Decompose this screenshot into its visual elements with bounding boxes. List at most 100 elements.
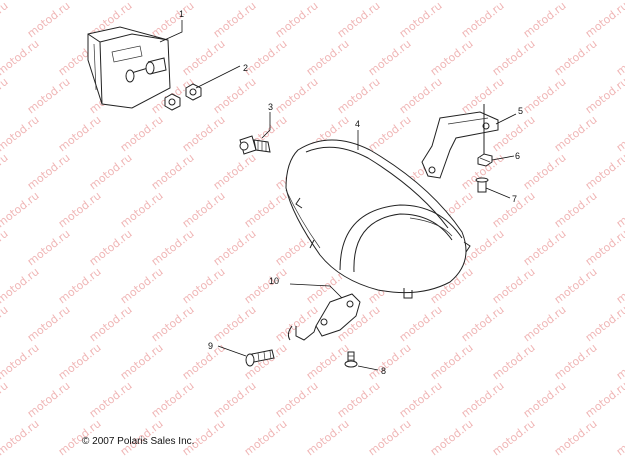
watermark-text: motod.ru [521, 75, 569, 116]
watermark-text: motod.ru [428, 341, 476, 382]
watermark-text: motod.ru [180, 265, 228, 306]
callout-6: 6 [515, 151, 520, 161]
watermark-text: motod.ru [490, 265, 538, 306]
watermark-text: motod.ru [211, 151, 259, 192]
watermark-text: motod.ru [87, 303, 135, 344]
watermark-text: motod.ru [397, 303, 445, 344]
watermark-text: motod.ru [0, 75, 11, 116]
callout-8: 8 [381, 366, 386, 376]
watermark-text: motod.ru [366, 113, 414, 154]
watermark-text: motod.ru [273, 75, 321, 116]
watermark-text: motod.ru [552, 417, 600, 458]
watermark-text: motod.ru [149, 303, 197, 344]
watermark-text: motod.ru [56, 341, 104, 382]
watermark-text: motod.ru [56, 265, 104, 306]
watermark-text: motod.ru [180, 113, 228, 154]
watermark-text: motod.ru [25, 379, 73, 420]
watermark-text: motod.ru [583, 379, 625, 420]
watermark-text: motod.ru [552, 189, 600, 230]
watermark-text: motod.ru [583, 0, 625, 40]
watermark-text: motod.ru [459, 75, 507, 116]
copyright-notice: © 2007 Polaris Sales Inc. [82, 436, 195, 447]
watermark-text: motod.ru [0, 151, 11, 192]
watermark-text: motod.ru [614, 417, 625, 458]
watermark-text: motod.ru [25, 75, 73, 116]
watermark-text: motod.ru [459, 0, 507, 40]
callout-4: 4 [355, 119, 360, 129]
watermark-text: motod.ru [0, 417, 42, 458]
watermark-text: motod.ru [0, 303, 11, 344]
watermark-text: motod.ru [428, 417, 476, 458]
watermark-text: motod.ru [0, 189, 42, 230]
watermark-text: motod.ru [211, 0, 259, 40]
watermark-text: motod.ru [0, 0, 42, 2]
watermark-text: motod.ru [397, 75, 445, 116]
watermark-text: motod.ru [242, 37, 290, 78]
part-5-bracket [421, 104, 499, 179]
callout-7: 7 [512, 194, 517, 204]
watermark-text: motod.ru [366, 417, 414, 458]
watermark-text: motod.ru [397, 379, 445, 420]
watermark-text: motod.ru [0, 113, 42, 154]
part-2-nuts [164, 83, 202, 111]
watermark-text: motod.ru [273, 379, 321, 420]
watermark-text: motod.ru [397, 0, 445, 40]
watermark-text: motod.ru [149, 379, 197, 420]
watermark-text: motod.ru [521, 303, 569, 344]
watermark-text: motod.ru [521, 227, 569, 268]
watermark-text: motod.ru [242, 265, 290, 306]
part-10-lower-bracket [287, 293, 361, 341]
part-6-clip-nut [477, 153, 493, 167]
callout-1: 1 [179, 9, 184, 19]
watermark-text: motod.ru [0, 265, 42, 306]
watermark-text: motod.ru [304, 341, 352, 382]
watermark-text: motod.ru [552, 37, 600, 78]
watermark-text: motod.ru [614, 265, 625, 306]
watermark-text: motod.ru [25, 0, 73, 40]
watermark-text: motod.ru [87, 379, 135, 420]
watermark-text: motod.ru [552, 113, 600, 154]
watermark-text: motod.ru [273, 303, 321, 344]
watermark-text: motod.ru [583, 75, 625, 116]
watermark-text: motod.ru [118, 341, 166, 382]
callout-3: 3 [268, 102, 273, 112]
watermark-text: motod.ru [0, 227, 11, 268]
watermark-text: motod.ru [583, 151, 625, 192]
watermark-text: motod.ru [0, 341, 42, 382]
watermark-text: motod.ru [0, 37, 42, 78]
watermark-text: motod.ru [149, 0, 197, 40]
watermark-text: motod.ru [211, 75, 259, 116]
part-7-pin [475, 177, 489, 193]
part-3-bulb [239, 135, 271, 155]
watermark-text: motod.ru [614, 37, 625, 78]
watermark-text: motod.ru [56, 113, 104, 154]
watermark-text: motod.ru [366, 341, 414, 382]
watermark-text: motod.ru [242, 189, 290, 230]
watermark-text: motod.ru [614, 341, 625, 382]
watermark-text: motod.ru [0, 0, 11, 40]
watermark-text: motod.ru [149, 227, 197, 268]
watermark-text: motod.ru [490, 37, 538, 78]
callout-5: 5 [518, 106, 523, 116]
watermark-text: motod.ru [211, 227, 259, 268]
watermark-text: motod.ru [552, 265, 600, 306]
watermark-text: motod.ru [304, 417, 352, 458]
watermark-text: motod.ru [335, 379, 383, 420]
watermark-text: motod.ru [459, 379, 507, 420]
watermark-text: motod.ru [118, 189, 166, 230]
watermark-text: motod.ru [211, 379, 259, 420]
watermark-text: motod.ru [366, 37, 414, 78]
watermark-text: motod.ru [180, 189, 228, 230]
watermark-text: motod.ru [335, 0, 383, 40]
watermark-text: motod.ru [273, 0, 321, 40]
watermark-text: motod.ru [335, 75, 383, 116]
watermark-text: motod.ru [583, 303, 625, 344]
watermark-text: motod.ru [118, 265, 166, 306]
leader-lines [159, 20, 517, 371]
watermark-text: motod.ru [614, 113, 625, 154]
part-8-screw [344, 351, 358, 368]
watermark-text: motod.ru [0, 379, 11, 420]
watermark-text: motod.ru [521, 0, 569, 40]
watermark-text: motod.ru [242, 417, 290, 458]
